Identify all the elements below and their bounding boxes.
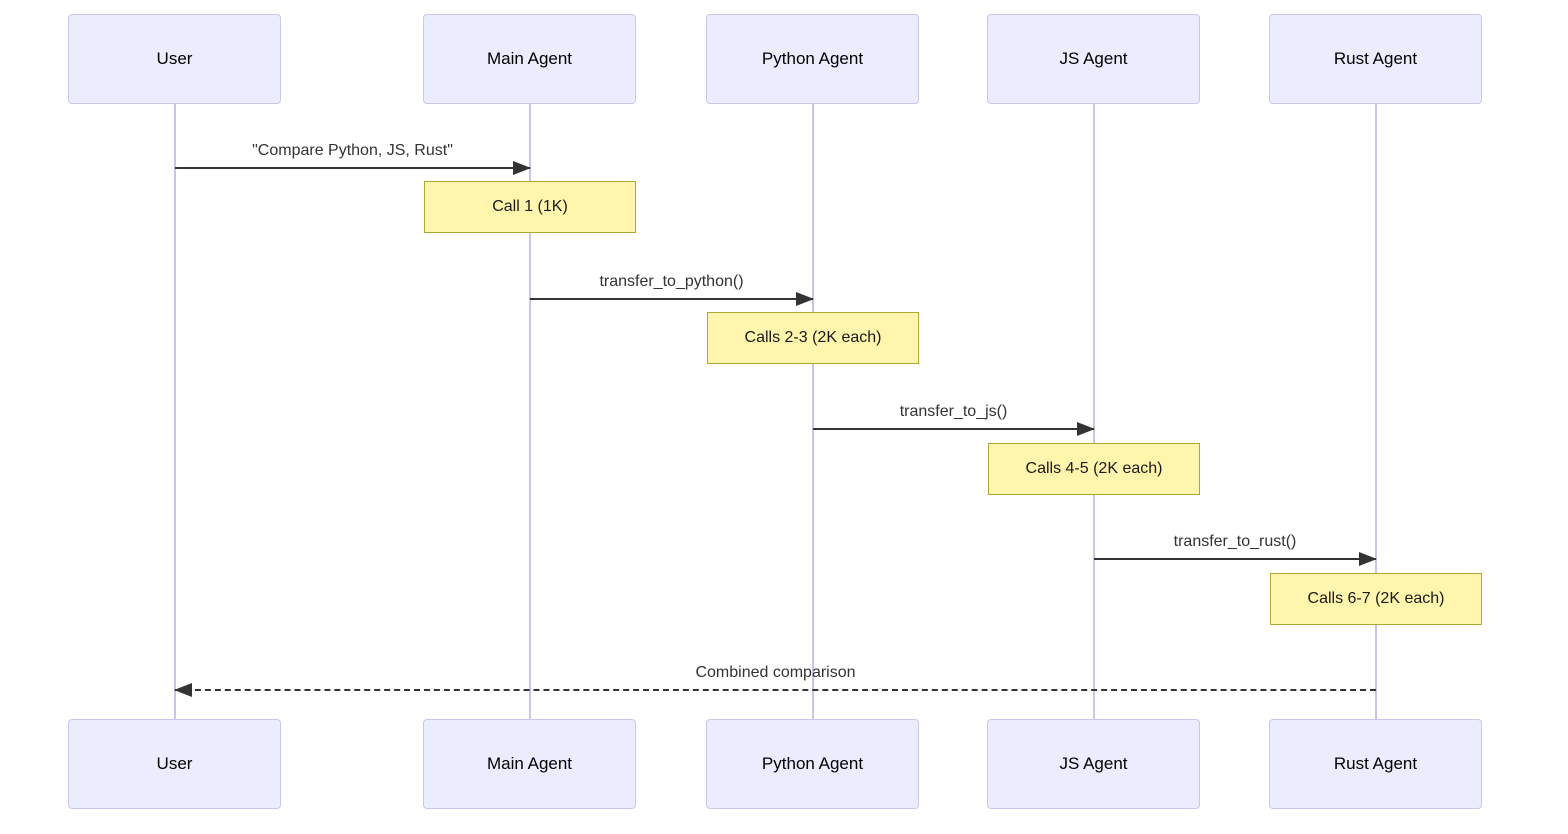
arrowhead-right-icon <box>1359 552 1377 566</box>
actor-top-main-agent: Main Agent <box>423 14 636 104</box>
note-calls-6-7: Calls 6-7 (2K each) <box>1270 573 1482 625</box>
message-line <box>175 167 530 169</box>
actor-bottom-user: User <box>68 719 281 809</box>
message-label: transfer_to_python() <box>599 273 744 290</box>
lifeline-user <box>174 104 176 719</box>
message-line <box>530 298 813 300</box>
message-label: "Compare Python, JS, Rust" <box>252 142 453 159</box>
actor-bottom-main-agent: Main Agent <box>423 719 636 809</box>
message-label: transfer_to_rust() <box>1173 533 1297 550</box>
actor-top-js-agent: JS Agent <box>987 14 1200 104</box>
message-transfer-to-python: transfer_to_python() <box>530 267 814 306</box>
message-line-dashed <box>175 689 1376 691</box>
message-label: transfer_to_js() <box>899 403 1008 420</box>
message-combined-comparison: Combined comparison <box>174 658 1376 697</box>
message-label: Combined comparison <box>695 664 856 681</box>
arrowhead-left-icon <box>174 683 192 697</box>
actor-bottom-python-agent: Python Agent <box>706 719 919 809</box>
actor-top-rust-agent: Rust Agent <box>1269 14 1482 104</box>
arrowhead-right-icon <box>1077 422 1095 436</box>
note-calls-4-5: Calls 4-5 (2K each) <box>988 443 1200 495</box>
actor-top-user: User <box>68 14 281 104</box>
lifeline-python-agent <box>812 104 814 719</box>
lifeline-js-agent <box>1093 104 1095 719</box>
lifeline-rust-agent <box>1375 104 1377 719</box>
message-transfer-to-rust: transfer_to_rust() <box>1094 527 1377 566</box>
message-compare-request: "Compare Python, JS, Rust" <box>175 136 531 175</box>
arrowhead-right-icon <box>796 292 814 306</box>
message-line <box>1094 558 1376 560</box>
note-calls-2-3: Calls 2-3 (2K each) <box>707 312 919 364</box>
actor-bottom-js-agent: JS Agent <box>987 719 1200 809</box>
actor-bottom-rust-agent: Rust Agent <box>1269 719 1482 809</box>
note-call-1: Call 1 (1K) <box>424 181 636 233</box>
lifeline-main-agent <box>529 104 531 719</box>
message-transfer-to-js: transfer_to_js() <box>813 397 1095 436</box>
actor-top-python-agent: Python Agent <box>706 14 919 104</box>
arrowhead-right-icon <box>513 161 531 175</box>
message-line <box>813 428 1094 430</box>
